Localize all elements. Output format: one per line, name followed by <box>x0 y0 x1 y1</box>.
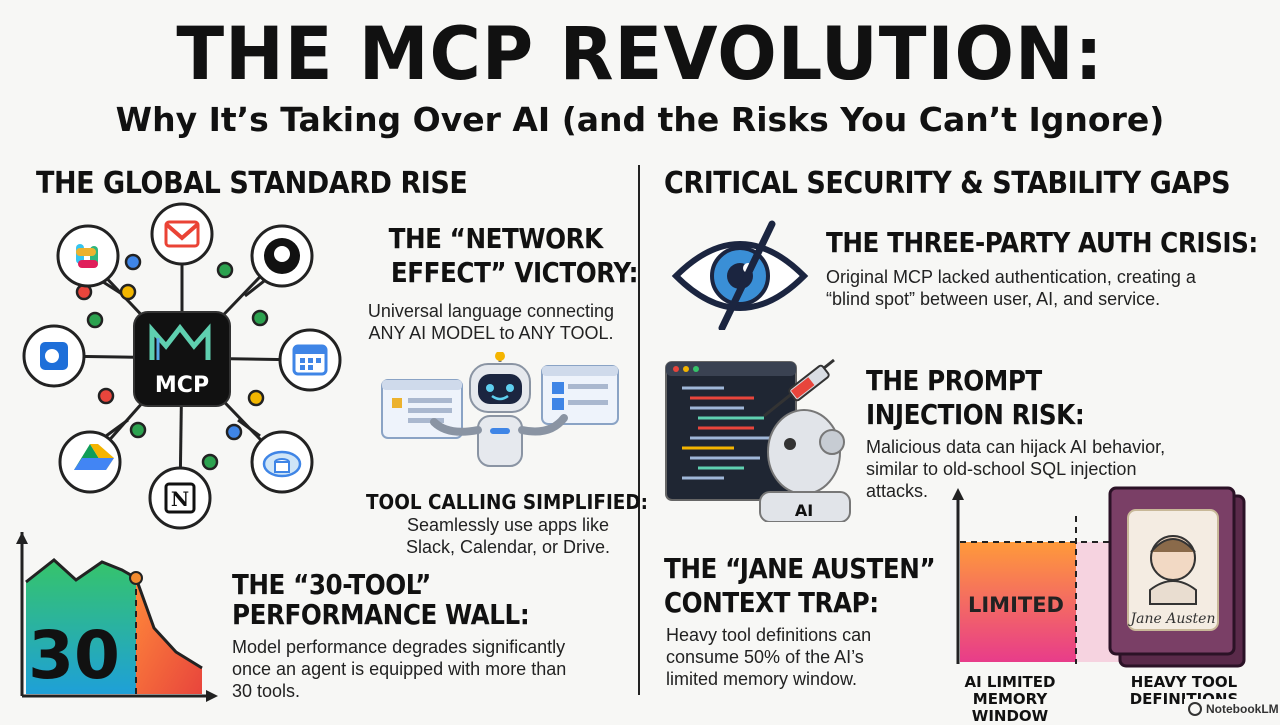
auth-crisis-title: THE THREE-PARTY AUTH CRISIS: <box>826 226 1258 259</box>
gmail-icon <box>164 220 200 248</box>
page-title: THE MCP REVOLUTION: <box>176 10 1104 98</box>
limited-bar-label: LIMITED <box>968 593 1064 617</box>
robot-head-icon: AI <box>759 409 851 522</box>
jane-austen-desc-line2: consume 50% of the AI’s <box>666 647 864 667</box>
auth-crisis-desc-line2: “blind spot” between user, AI, and servi… <box>826 289 1161 309</box>
performance-wall-desc-line1: Model performance degrades significantly <box>232 637 566 657</box>
prompt-injection-illustration: AI <box>665 358 851 522</box>
syringe-icon <box>763 358 835 418</box>
tool-calling-desc-line2: Slack, Calendar, or Drive. <box>405 537 611 557</box>
prompt-injection-desc: Malicious data can hijack AI behavior, s… <box>866 436 1165 502</box>
robot-ai-label: AI <box>795 501 813 520</box>
app-card-right <box>541 365 619 425</box>
prompt-injection-title-line2: INJECTION RISK: <box>866 398 1085 431</box>
memory-window-illustration: LIMITED Jane Austen <box>952 486 1246 668</box>
mcp-hub-label: MCP <box>155 373 209 398</box>
watermark: NotebookLM <box>1184 699 1280 719</box>
performance-wall-title-line1: THE “30-TOOL” <box>232 568 431 601</box>
chart-value-30: 30 <box>28 617 120 694</box>
jane-austen-title-line1: THE “JANE AUSTEN” <box>664 552 936 585</box>
github-icon <box>264 238 300 274</box>
performance-wall-desc: Model performance degrades significantly… <box>232 636 566 702</box>
jane-austen-title-line2: CONTEXT TRAP: <box>664 586 879 619</box>
prompt-injection-title: THE PROMPT INJECTION RISK: <box>866 364 1085 432</box>
tool-calling-title: TOOL CALLING SIMPLIFIED: <box>366 490 648 514</box>
caption-memory-window: AI LIMITED MEMORY WINDOW <box>944 674 1076 725</box>
network-effect-title-line1: THE “NETWORK <box>388 222 604 255</box>
outlook-icon <box>40 342 68 370</box>
auth-crisis-desc: Original MCP lacked authentication, crea… <box>826 266 1196 310</box>
jane-austen-desc-line1: Heavy tool definitions can <box>666 625 872 645</box>
prompt-injection-desc-line3: attacks. <box>866 481 929 501</box>
caption-heavy-tool-line1: HEAVY TOOL <box>1130 674 1238 691</box>
mcp-hub: MCP <box>133 311 231 407</box>
tool-calling-desc: Seamlessly use apps like Slack, Calendar… <box>376 514 640 558</box>
notion-icon: N <box>164 482 196 514</box>
jane-austen-title: THE “JANE AUSTEN” CONTEXT TRAP: <box>664 552 936 620</box>
mcp-network-diagram: N MCP <box>22 202 342 530</box>
robot-apps-illustration <box>381 352 619 467</box>
jane-austen-desc: Heavy tool definitions can consume 50% o… <box>666 624 871 690</box>
tool-calling-desc-line1: Seamlessly use apps like <box>406 515 610 535</box>
network-effect-desc-line2: ANY AI MODEL to ANY TOOL. <box>368 323 614 343</box>
network-effect-desc: Universal language connecting ANY AI MOD… <box>352 300 630 344</box>
cloud-database-icon <box>262 450 302 478</box>
network-effect-title-line2: EFFECT” VICTORY: <box>390 256 639 289</box>
notebooklm-logo-icon <box>1188 702 1202 716</box>
robot-icon <box>430 352 568 467</box>
performance-wall-title-line2: PERFORMANCE WALL: <box>232 598 530 631</box>
calendar-icon <box>292 344 328 376</box>
page-subtitle: Why It’s Taking Over AI (and the Risks Y… <box>115 100 1165 139</box>
prompt-injection-title-line1: THE PROMPT <box>866 364 1042 397</box>
prompt-injection-desc-line2: similar to old-school SQL injection <box>866 459 1137 479</box>
watermark-label: NotebookLM <box>1206 702 1279 716</box>
jane-austen-book-icon: Jane Austen <box>1108 486 1246 668</box>
column-divider <box>638 165 640 695</box>
book-label: Jane Austen <box>1128 611 1216 627</box>
caption-memory-window-line1: AI LIMITED <box>964 673 1056 691</box>
network-effect-desc-line1: Universal language connecting <box>367 301 615 321</box>
performance-wall-title: THE “30-TOOL” PERFORMANCE WALL: <box>232 568 530 632</box>
prompt-injection-desc-line1: Malicious data can hijack AI behavior, <box>866 437 1166 457</box>
performance-wall-chart: 30 <box>16 532 218 702</box>
drive-icon <box>74 444 114 470</box>
left-section-heading: THE GLOBAL STANDARD RISE <box>36 166 468 201</box>
svg-text:N: N <box>171 487 189 511</box>
right-section-heading: CRITICAL SECURITY & STABILITY GAPS <box>664 166 1231 201</box>
crossed-eye-icon <box>671 220 809 330</box>
network-effect-title: THE “NETWORK EFFECT” VICTORY: <box>374 222 639 290</box>
performance-wall-desc-line2: once an agent is equipped with more than <box>232 659 567 679</box>
auth-crisis-desc-line1: Original MCP lacked authentication, crea… <box>826 267 1196 287</box>
slack-icon <box>76 244 98 268</box>
jane-austen-desc-line3: limited memory window. <box>666 669 858 689</box>
performance-wall-desc-line3: 30 tools. <box>232 681 301 701</box>
